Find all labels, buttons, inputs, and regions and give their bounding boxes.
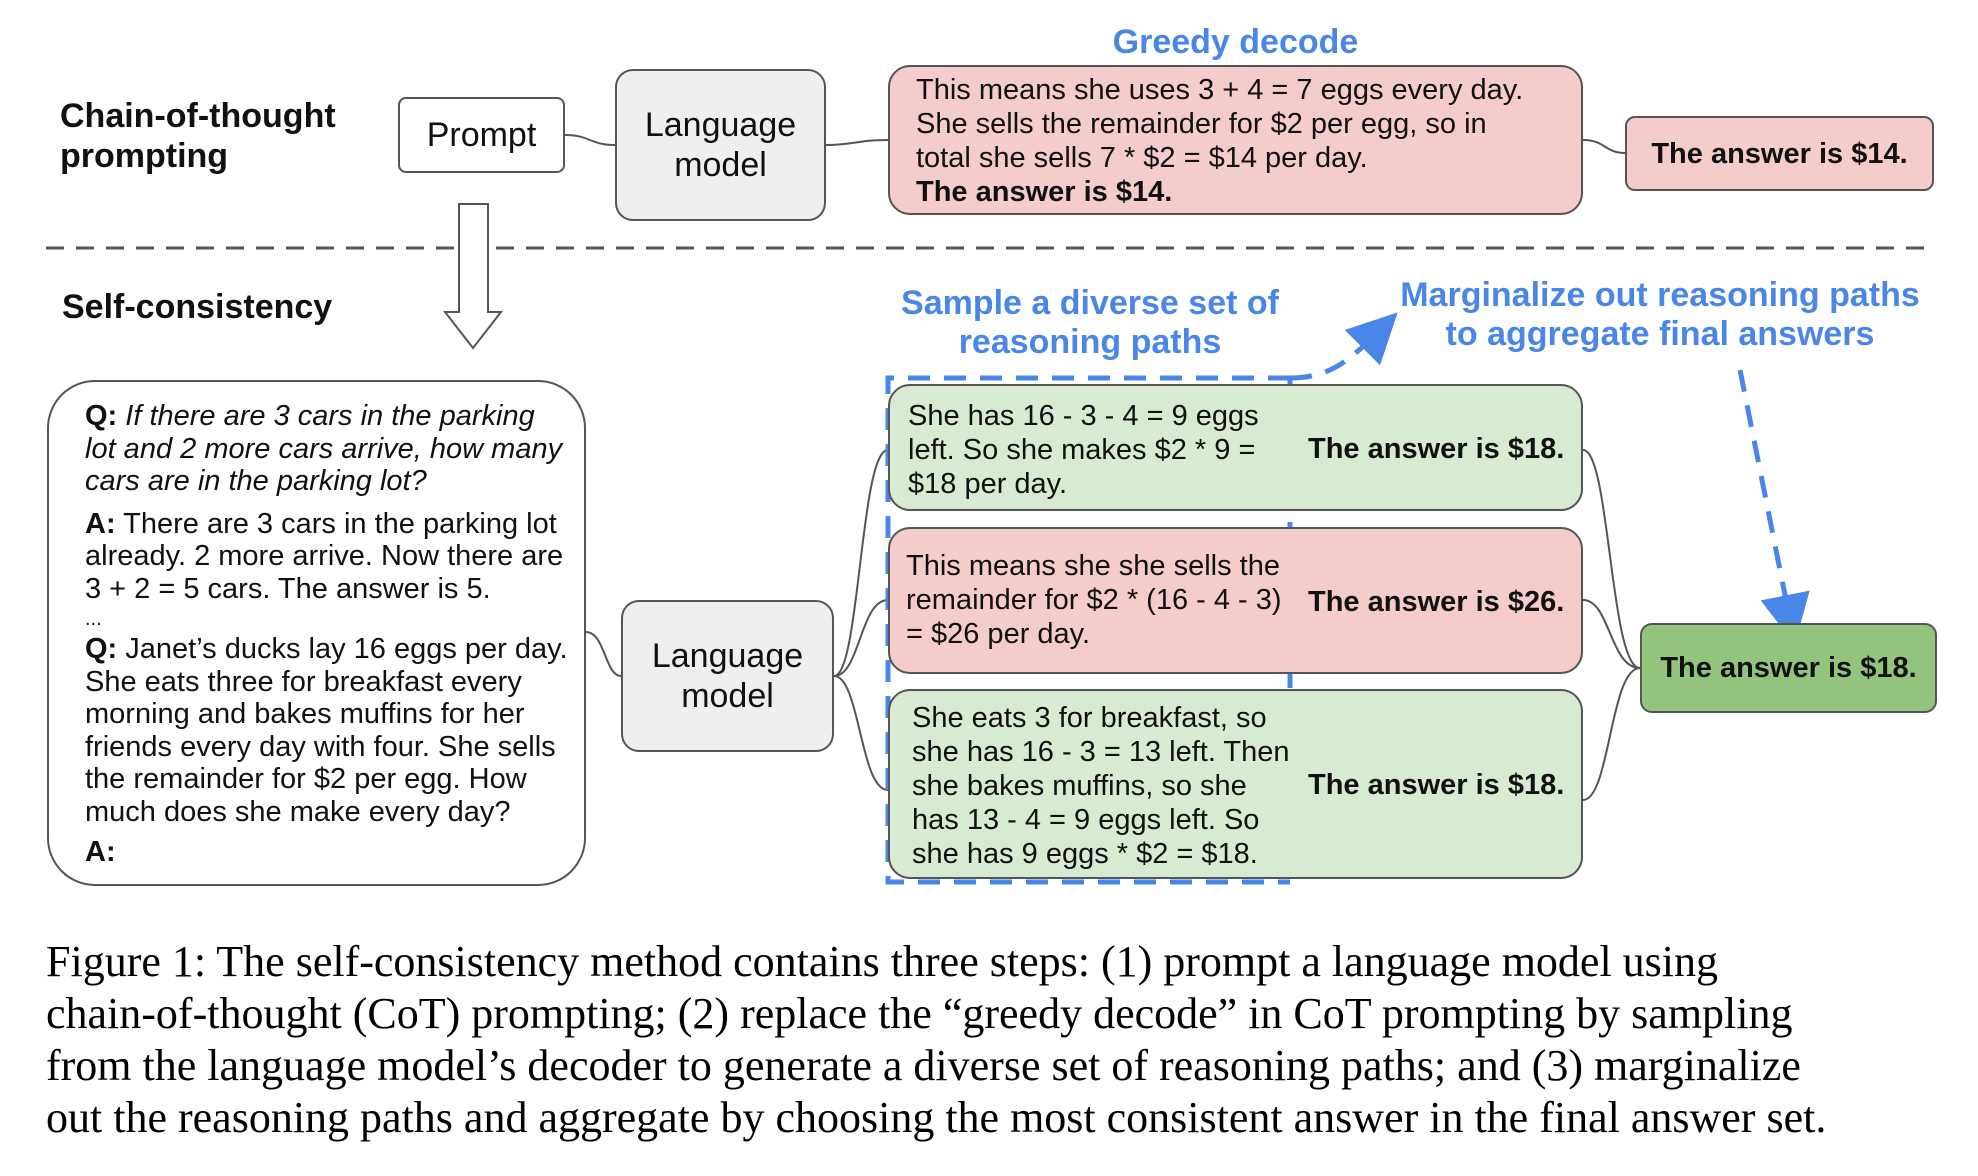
connector-greedy-answer bbox=[1582, 139, 1626, 154]
cot-language-model-box: Language model bbox=[615, 69, 826, 221]
exemplar-question: Q: If there are 3 cars in the parking bbox=[85, 400, 535, 432]
figure-caption: Figure 1: The self-consistency method co… bbox=[46, 937, 1827, 1142]
reasoning-path-2: This means she she sells the remainder f… bbox=[888, 527, 1583, 674]
greedy-decode-title: Greedy decode bbox=[1112, 23, 1359, 61]
cot-label: Chain-of-thought prompting bbox=[60, 97, 336, 175]
sample-paths-title: Sample a diverse set of reasoning paths bbox=[901, 284, 1279, 361]
cot-prompt-box: Prompt bbox=[398, 97, 565, 173]
reasoning-path-1: She has 16 - 3 - 4 = 9 eggs left. So she… bbox=[888, 384, 1583, 511]
test-answer-slot: A: bbox=[85, 836, 116, 868]
sc-language-model-box: Language model bbox=[621, 600, 834, 752]
path-1-answer: The answer is $18. bbox=[1308, 433, 1565, 465]
greedy-decode-box: This means she uses 3 + 4 = 7 eggs every… bbox=[888, 65, 1583, 215]
marginalize-title: Marginalize out reasoning paths to aggre… bbox=[1400, 276, 1920, 353]
cot-answer-box: The answer is $14. bbox=[1625, 116, 1934, 191]
exemplar-answer: A: There are 3 cars in the parking lot bbox=[85, 507, 557, 540]
connector-lm-greedy bbox=[825, 139, 889, 146]
connector-path2-final bbox=[1582, 599, 1641, 669]
path-3-reasoning: She eats 3 for breakfast, so she has 16 … bbox=[912, 702, 1290, 870]
connector-prompt-lm-bottom bbox=[585, 631, 622, 677]
connector-lm-path2 bbox=[833, 599, 889, 677]
path-3-answer: The answer is $18. bbox=[1308, 769, 1565, 801]
blue-curved-arrow bbox=[1289, 312, 1398, 381]
hollow-down-arrow bbox=[442, 203, 504, 350]
test-question: Q: Janet’s ducks lay 16 eggs per day. bbox=[85, 633, 568, 665]
final-answer-box: The answer is $18. bbox=[1640, 623, 1937, 713]
path-1-reasoning: She has 16 - 3 - 4 = 9 eggs left. So she… bbox=[908, 400, 1259, 500]
connector-lm-path3 bbox=[833, 675, 889, 791]
connector-lm-path1 bbox=[833, 449, 889, 677]
reasoning-path-3: She eats 3 for breakfast, so she has 16 … bbox=[888, 689, 1583, 879]
connector-path1-final bbox=[1582, 449, 1641, 669]
sc-prompt-box: Q: If there are 3 cars in the parking lo… bbox=[47, 380, 586, 886]
path-2-reasoning: This means she she sells the remainder f… bbox=[906, 550, 1282, 650]
connector-path3-final bbox=[1582, 667, 1641, 801]
sc-label: Self-consistency bbox=[62, 288, 333, 326]
path-2-answer: The answer is $26. bbox=[1308, 586, 1565, 618]
connector-prompt-lm-top bbox=[564, 134, 616, 146]
blue-down-arrow bbox=[1737, 369, 1810, 645]
